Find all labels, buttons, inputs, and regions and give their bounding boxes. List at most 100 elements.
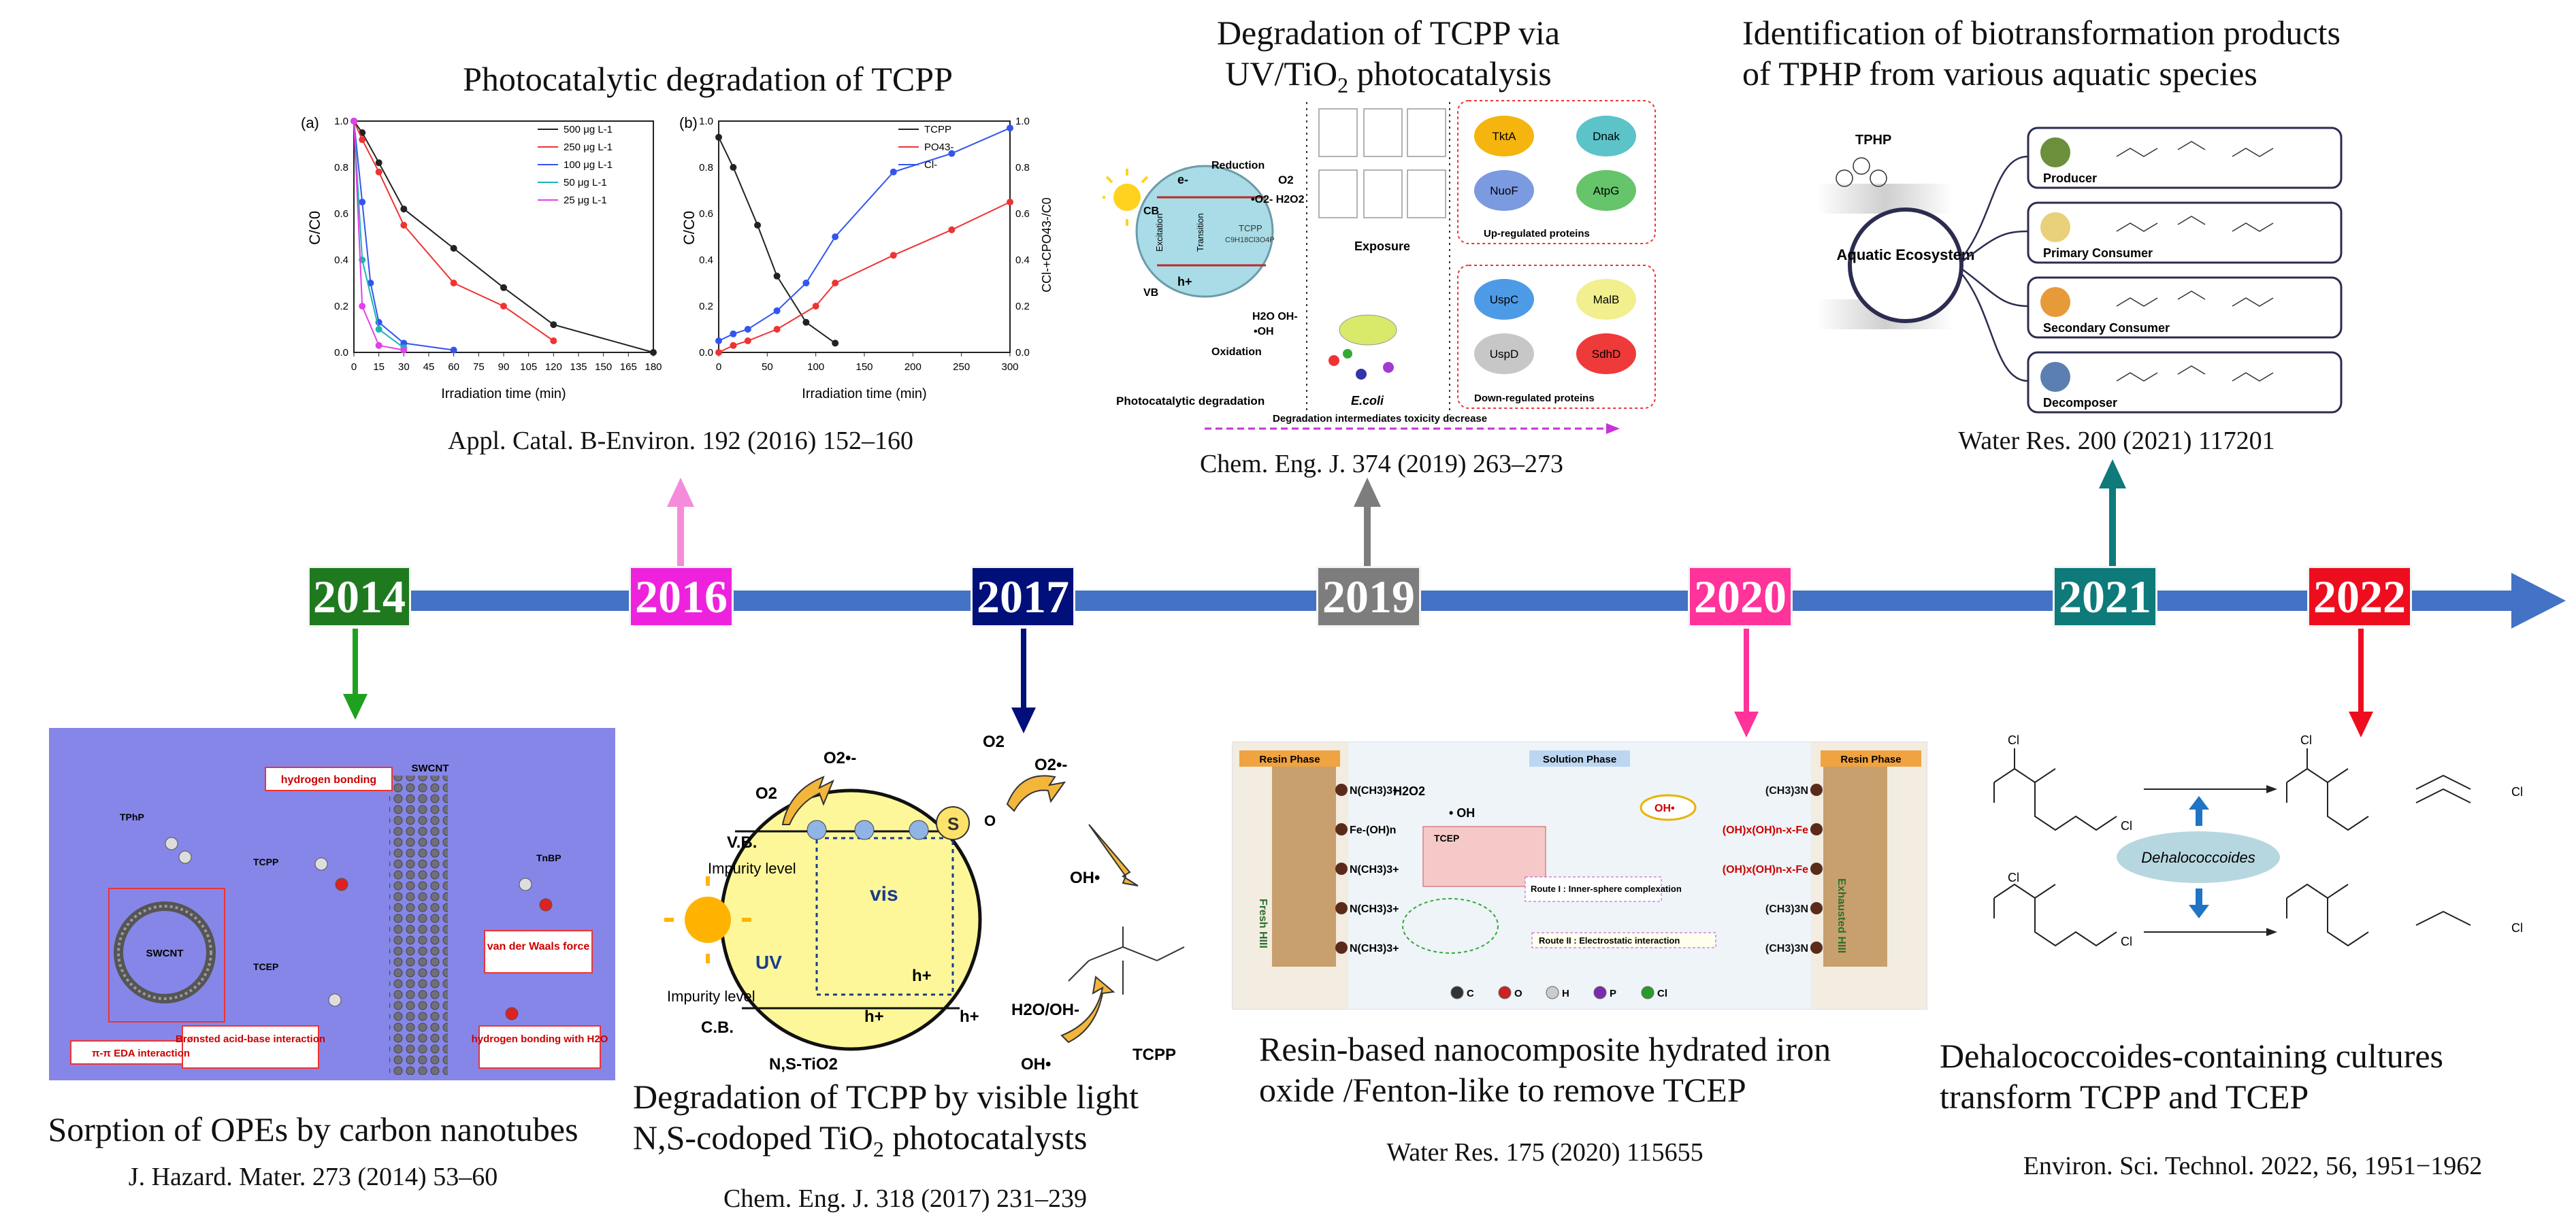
vb-label: VB [1143,287,1158,299]
title-2021: Identification of biotransformation prod… [1742,12,2491,94]
chart-a-xtick-label: 90 [498,361,510,373]
panel-2014: SWCNT hydrogen bonding TPhP TCPP TnBP SW… [49,728,615,1080]
resin-bead [1335,942,1348,954]
resin-bead [1335,823,1348,835]
trophic-level-box [2027,127,2343,189]
right-functional-group: (CH3)3N [1765,943,1808,954]
chart-a-xtick-label: 30 [398,361,410,373]
tcpp-label: TCPP [253,857,278,867]
h2o-label: H2O OH- [1252,311,1298,322]
chart-a-series-line [353,120,454,351]
resin-bead [1335,784,1348,796]
tcep-label: TCEP [1434,833,1459,844]
chart-b-xtick-label: 50 [762,361,773,373]
superoxide-label: •O2- H2O2 [1251,194,1305,205]
trophic-level-box [2027,201,2343,264]
tphp-label: TPhP [120,812,144,822]
chart-a-point [350,118,357,124]
chart-a-xtick-label: 75 [473,361,485,373]
panel-2017-svg: S O O2 O2•- O2 O2•- V.B. Impurity level … [664,733,1185,1074]
dehalococcoides-label: Dehalococcoides [2141,849,2255,866]
resin-bead [1335,863,1348,875]
down-protein-blob [1576,279,1636,320]
trophic-level-label: Decomposer [2043,396,2117,410]
title-2020-line2: oxide /Fenton-like to remove TCEP [1259,1071,1746,1109]
catalyst-label: N,S-TiO2 [769,1055,838,1074]
chart-a-ylabel: C/C0 [306,211,323,245]
bronsted-label: Brønsted acid-base interaction [176,1033,325,1045]
chart-b-series-line [718,137,836,344]
ref-2022: Environ. Sci. Technol. 2022, 56, 1951−19… [2023,1152,2483,1180]
sulfur-label: S [947,814,959,834]
chart-b-point [948,226,956,233]
chart-a-xtick-label: 165 [620,361,637,373]
chart-b-point [1007,124,1013,132]
resin-bead [1810,902,1823,914]
o2-label: O2 [1278,173,1294,186]
chart-b-point [812,303,819,310]
panel-2020-svg: Resin Phase Solution Phase Resin Phase F… [1233,742,1927,1009]
title-2017: Degradation of TCPP by visible light N,S… [633,1076,1245,1169]
chart-b-xtick-label: 150 [855,361,873,373]
resin-bead [1335,902,1348,914]
h2o-label: H2O/OH- [1011,1001,1079,1019]
cl-label-6: Cl [2121,935,2132,948]
hole-label-1: h+ [912,967,932,985]
tcpp-label: TCPP [1132,1046,1176,1064]
chart-a-ytick-label: 0.0 [334,347,348,359]
chart-b-point [890,168,897,176]
title-2020-line1: Resin-based nanocomposite hydrated iron [1259,1030,1831,1068]
impurity-level-top: Impurity level [708,860,796,877]
chart-b-point [773,272,781,280]
atom-legend-label: Cl [1657,988,1667,999]
atom-legend-dot [1450,986,1464,999]
chart-b-point [715,337,722,344]
left-functional-group: Fe-(OH)n [1350,825,1396,836]
chart-a-point [450,346,457,354]
chart-b-xtick-label: 100 [807,361,824,373]
chart-a-point [450,280,457,286]
up-protein-label: AtpG [1593,184,1620,197]
chart-a-ytick-label: 1.0 [334,116,348,127]
chart-b: (b) C/C0 CCl-+CPO43-/C0 Irradiation time… [679,114,1054,401]
chart-b-ytick-right-label: 0.4 [1015,254,1030,266]
structure-sketch [2116,141,2274,157]
resin-bead [1810,823,1823,835]
swcnt-label-top: SWCNT [412,763,449,774]
right-functional-group: (OH)x(OH)n-x-Fe [1723,825,1808,836]
resin-bead [1810,863,1823,875]
title-2021-line2: of TPHP from various aquatic species [1742,54,2257,93]
ecoli-label: E.coli [1351,394,1384,408]
sun-icon [1113,184,1141,211]
up-protein-blob [1576,170,1636,211]
title-2016: Photocatalytic degradation of TCPP [463,60,953,98]
chart-a-xtick-label: 60 [448,361,459,373]
down-protein-blob [1474,279,1534,320]
chart-b-point [744,337,751,344]
panel-2019: CB VB e- h+ Excitation Transition TCPP C… [1103,95,1661,442]
chart-a-series-line [353,120,404,351]
panel-2022-svg: Dehalococcoides Cl Cl Cl Cl Cl Cl Cl [1993,733,2523,948]
o2rad-right: O2•- [1034,756,1067,774]
reduction-label: Reduction [1211,160,1265,171]
year-2020-box: 2020 [1688,566,1793,627]
chart-b-ytick-label: 1.0 [699,116,713,127]
swcnt-label-ring: SWCNT [146,948,184,959]
chart-a-point [550,321,557,329]
chart-a-ytick-label: 0.6 [334,208,348,220]
structure-sketch [2116,216,2274,232]
up-protein-blob [1474,170,1534,211]
o2-left: O2 [755,784,777,803]
chart-b-ytick-right-label: 1.0 [1015,116,1030,127]
chart-a-xtick-label: 150 [595,361,612,373]
atom-legend-dot [1593,986,1607,999]
hole-label-3: h+ [960,1008,979,1026]
chart-a-point [550,337,557,344]
up-protein-blob [1474,116,1534,156]
right-functional-group: (OH)x(OH)n-x-Fe [1723,864,1808,876]
down-protein-blob [1576,333,1636,374]
year-2022-box: 2022 [2307,566,2412,627]
trophic-level-box [2027,351,2343,414]
